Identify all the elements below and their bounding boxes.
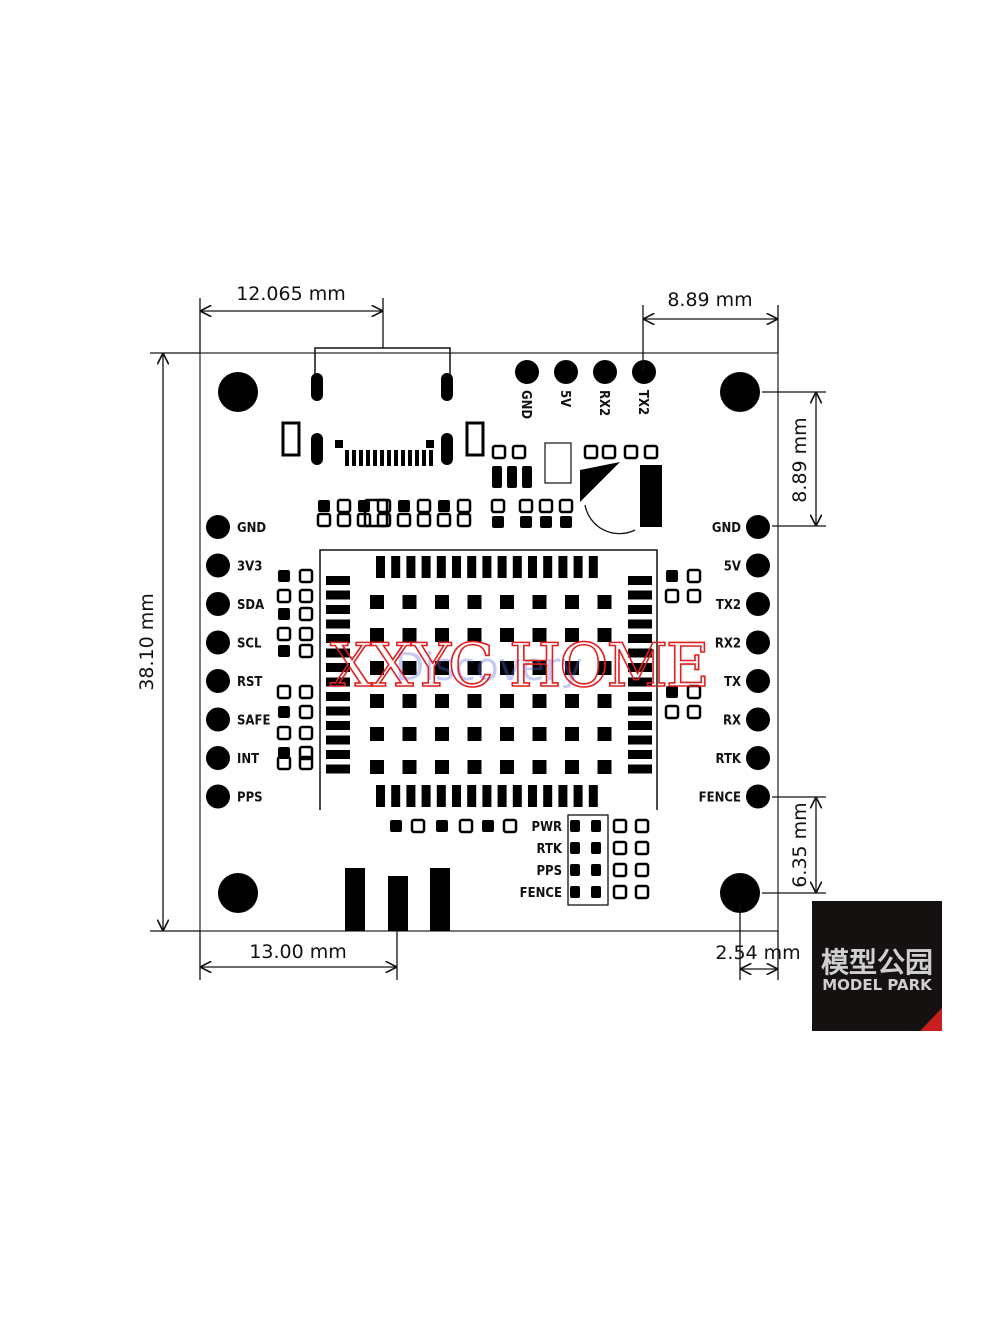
right-pin-pad (746, 515, 770, 539)
dim-right-upper: 8.89 mm (789, 417, 811, 502)
left-pin-pad (206, 707, 230, 732)
right-pin-label: TX (724, 675, 741, 690)
led-pad (612, 884, 628, 900)
led-pad (570, 864, 580, 876)
left-pin-pad (206, 630, 230, 655)
led-label: FENCE (520, 886, 562, 901)
watermark-text: XXYC HOME (330, 631, 708, 701)
left-pin-label: SAFE (237, 714, 270, 729)
dim-top-left: 12.065 mm (236, 283, 346, 305)
left-pin-pad (206, 592, 230, 616)
led-pad (612, 840, 628, 856)
model-park-logo: 模型公园 MODEL PARK (812, 901, 942, 1031)
left-pin-label: RST (237, 675, 262, 690)
mounting-holes (218, 372, 760, 913)
watermark-overlay-text: Discovery (395, 645, 583, 689)
led-pad (591, 820, 601, 832)
dim-top-right: 8.89 mm (667, 289, 752, 311)
right-pin-label: FENCE (699, 791, 741, 806)
dim-left-height: 38.10 mm (136, 593, 158, 690)
right-pin-pad (746, 553, 770, 578)
antenna-pads (345, 868, 450, 931)
left-pin-label: PPS (237, 791, 263, 806)
left-pin-label: 3V3 (237, 560, 262, 575)
right-pin-label: GND (712, 521, 741, 536)
right-pin-label: TX2 (716, 598, 741, 613)
dim-right-lower: 6.35 mm (789, 802, 811, 887)
left-pin-pad (206, 553, 230, 578)
left-pin-label: SDA (237, 598, 264, 613)
led-pad (612, 818, 628, 834)
dim-bottom-right: 2.54 mm (715, 942, 800, 964)
led-pad (591, 886, 601, 898)
logo-english-text: MODEL PARK (822, 976, 933, 994)
led-pad (634, 884, 650, 900)
right-pin-label: RX2 (715, 637, 741, 652)
led-pad (634, 840, 650, 856)
led-label: RTK (537, 842, 563, 857)
mounting-hole (720, 372, 760, 412)
right-pin-pad (746, 784, 770, 809)
mounting-hole (218, 372, 258, 412)
left-pin-label: SCL (237, 637, 262, 652)
right-pin-label: RTK (716, 752, 742, 767)
top-pin-pad (515, 360, 539, 384)
capacitor-outline (544, 442, 662, 535)
gps-module (319, 549, 658, 810)
led-pad (634, 862, 650, 878)
mounting-hole (720, 873, 760, 913)
top-pin-label: RX2 (596, 390, 611, 416)
left-pin-pad (206, 515, 230, 539)
right-pin-pad (746, 669, 770, 693)
led-label: PWR (532, 820, 562, 835)
top-pin-pad (593, 360, 617, 384)
top-pin-label: TX2 (635, 390, 650, 415)
led-pad (570, 820, 580, 832)
led-box (567, 814, 609, 906)
logo-chinese-text: 模型公园 (821, 946, 933, 979)
left-pin-label: GND (237, 521, 266, 536)
left-pin-pad (206, 784, 230, 809)
smd-components (276, 444, 702, 834)
right-pin-pad (746, 630, 770, 655)
right-pin-label: RX (723, 714, 741, 729)
right-pin-label: 5V (724, 560, 741, 575)
led-label: PPS (536, 864, 562, 879)
dim-bottom-left: 13.00 mm (249, 941, 346, 963)
top-pin-header: GND 5V RX2 TX2 (515, 360, 656, 419)
led-pad (591, 842, 601, 854)
mounting-hole (218, 873, 258, 913)
top-pin-label: 5V (557, 390, 572, 407)
right-pin-pad (746, 592, 770, 616)
top-pin-pad (632, 360, 656, 384)
left-pin-pad (206, 746, 230, 770)
left-pin-pad (206, 669, 230, 693)
top-pin-pad (554, 360, 578, 384)
left-pin-label: INT (237, 752, 259, 767)
led-pad (612, 862, 628, 878)
led-pad (634, 818, 650, 834)
dimension-lines (150, 298, 826, 980)
right-pin-pad (746, 707, 770, 732)
led-label-group: PWR RTK PPS FENCE (520, 818, 650, 901)
led-pad (570, 886, 580, 898)
right-pin-pad (746, 746, 770, 770)
led-pad (591, 864, 601, 876)
usb-connector (281, 347, 485, 466)
top-pin-label: GND (518, 390, 533, 419)
led-pad (570, 842, 580, 854)
board-outline (199, 352, 779, 932)
